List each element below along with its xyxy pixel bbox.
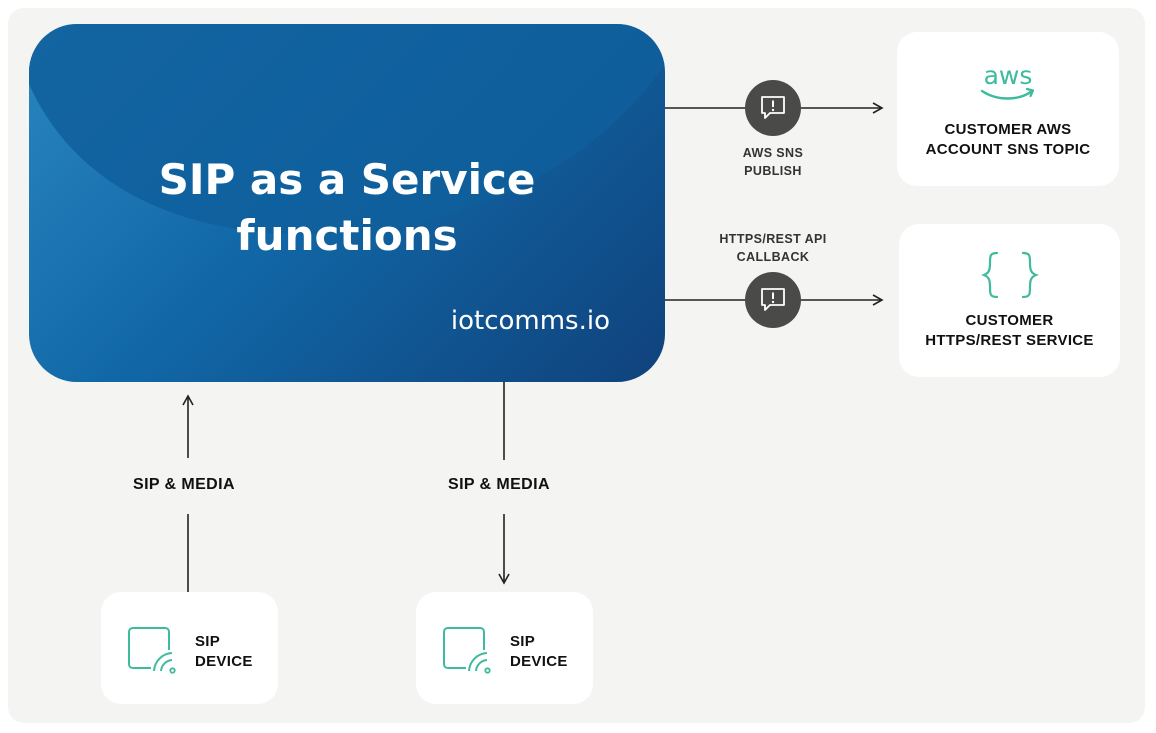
- edge-sns-label-line1: AWS SNS: [742, 146, 804, 160]
- sip-device-card-2: SIP DEVICE: [416, 592, 593, 704]
- rest-card-label: CUSTOMER HTTPS/REST SERVICE: [899, 311, 1120, 351]
- sip-service-box: SIP as a Service functions iotcomms.io: [29, 24, 665, 382]
- edge-sns-label: AWS SNS PUBLISH: [713, 144, 833, 180]
- edge-media-out-label: SIP & MEDIA: [448, 476, 550, 493]
- rest-service-card: CUSTOMER HTTPS/REST SERVICE: [899, 224, 1120, 377]
- aws-card-label: CUSTOMER AWS ACCOUNT SNS TOPIC: [897, 120, 1119, 160]
- sip-device-label-2: SIP DEVICE: [510, 632, 568, 672]
- rest-card-label-line2: HTTPS/REST SERVICE: [925, 332, 1094, 349]
- edge-rest-label-line2: CALLBACK: [736, 250, 810, 264]
- device-label-line2: DEVICE: [195, 653, 253, 670]
- device-label-line2: DEVICE: [510, 653, 568, 670]
- rest-card-label-line1: CUSTOMER: [965, 312, 1054, 329]
- sip-device-card-1: SIP DEVICE: [101, 592, 278, 704]
- edge-sns-label-line2: PUBLISH: [744, 164, 802, 178]
- edge-media-in-label: SIP & MEDIA: [133, 476, 235, 493]
- device-label-line1: SIP: [195, 633, 221, 650]
- main-title-line1: SIP as a Service: [158, 155, 536, 204]
- device-label-line1: SIP: [510, 633, 536, 650]
- aws-card-label-line1: CUSTOMER AWS: [944, 121, 1072, 138]
- edge-rest-label-line1: HTTPS/REST API: [719, 232, 827, 246]
- sip-device-icon: [128, 627, 176, 674]
- aws-sns-card: aws CUSTOMER AWS ACCOUNT SNS TOPIC: [897, 32, 1119, 186]
- main-title-line2: functions: [236, 211, 458, 260]
- aws-logo-text: aws: [984, 61, 1033, 90]
- aws-card-label-line2: ACCOUNT SNS TOPIC: [925, 141, 1091, 158]
- sip-device-label-1: SIP DEVICE: [195, 632, 253, 672]
- main-title: SIP as a Service functions: [29, 152, 665, 264]
- aws-logo-icon: aws: [980, 61, 1035, 100]
- sip-device-icon: [443, 627, 491, 674]
- edge-rest-label: HTTPS/REST API CALLBACK: [703, 230, 843, 266]
- message-alert-icon: [745, 272, 801, 328]
- message-alert-icon: [745, 80, 801, 136]
- background-wave-shape: [29, 24, 665, 235]
- curly-braces-icon: [981, 251, 1039, 299]
- brand-text: iotcomms.io: [450, 306, 610, 336]
